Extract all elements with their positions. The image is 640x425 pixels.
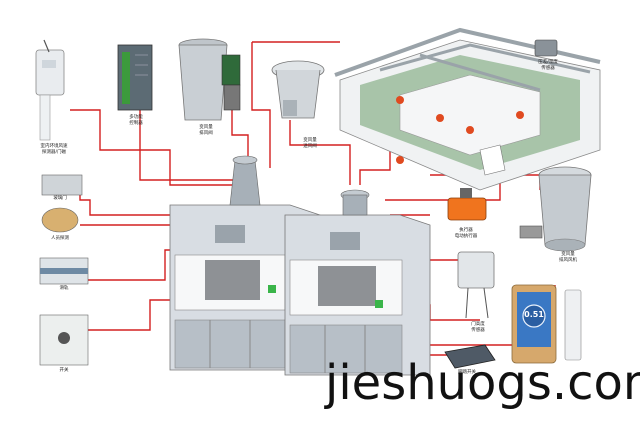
lab-room-model	[334, 27, 601, 191]
junction-box-device	[457, 251, 495, 319]
foot-switch-device	[444, 344, 496, 369]
label-controller: 多功能控制器	[129, 115, 143, 126]
control-panel-device	[511, 284, 582, 364]
panel-value-text: 0.51	[524, 310, 544, 319]
label-exhaust-valve: 变风量排风阀	[199, 125, 213, 136]
label-actuator: 执行器电动执行器	[454, 228, 478, 239]
label-junction-box: 门高度传感器	[471, 322, 485, 333]
supply-valve-device	[271, 60, 325, 119]
label-sash-sensor: 玻璃门	[53, 196, 67, 201]
label-room-sensor: 压差/温度传感器	[538, 60, 558, 71]
wall-sensor-device	[35, 39, 65, 141]
label-person-sensor: 人员探测	[51, 236, 69, 241]
label-wall-sensor: 室内环境风速探测器/门磁	[40, 144, 68, 155]
exhaust-fan-device	[519, 166, 592, 252]
label-foot-switch: 脚踏开关	[458, 370, 476, 375]
left-device-column	[39, 174, 89, 366]
label-door-switch: 开关	[59, 368, 69, 373]
fume-hood-right	[284, 189, 431, 376]
actuator-device	[447, 188, 487, 221]
fume-hood-left	[169, 155, 321, 371]
watermark-text: jieshuogs.com	[325, 355, 640, 411]
label-supply-valve: 变风量送风阀	[303, 138, 317, 149]
label-rail: 滑轨	[59, 286, 69, 291]
label-exhaust-fan: 变风量排风风机	[559, 252, 577, 263]
exhaust-valve-device	[178, 38, 241, 121]
controller-device	[117, 44, 153, 111]
